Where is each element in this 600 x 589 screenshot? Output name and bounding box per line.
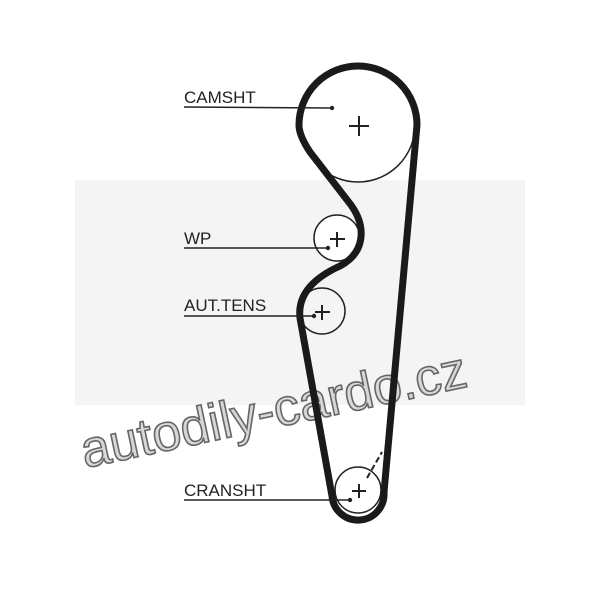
- timing-mark-icon: [366, 451, 383, 479]
- water-pump-leader-dot: [325, 245, 331, 251]
- crankshaft-label: CRANSHT: [184, 481, 266, 500]
- camshaft-center-icon: [349, 116, 369, 136]
- water-pump-center-icon: [330, 232, 345, 247]
- camshaft-leader-dot: [329, 105, 335, 111]
- background-panel: [75, 180, 525, 405]
- camshaft-leader: [183, 106, 333, 109]
- camshaft-label: CAMSHT: [184, 88, 256, 107]
- crankshaft-leader-dot: [347, 497, 353, 503]
- timing-belt: [295, 62, 421, 524]
- crankshaft-center-icon: [352, 484, 366, 498]
- water-pump-label: WP: [184, 229, 211, 248]
- tensioner-center-icon: [315, 305, 330, 320]
- center-marks: [315, 116, 369, 498]
- tensioner-leader-dot: [311, 313, 317, 319]
- tensioner-label: AUT.TENS: [184, 296, 266, 315]
